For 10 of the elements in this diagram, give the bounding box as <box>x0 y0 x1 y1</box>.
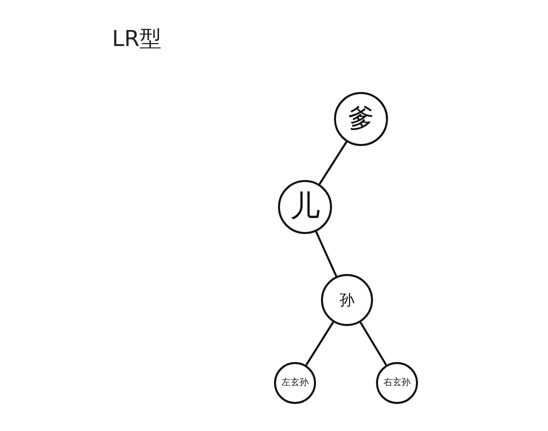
tree-node-circle: 左玄孙 <box>274 362 316 404</box>
tree-node-circle: 爹 <box>334 92 388 146</box>
tree-node-circle: 孙 <box>321 274 373 326</box>
title: LR型 <box>112 26 162 54</box>
tree-node-circle: 儿 <box>278 180 332 234</box>
tree-edge-line <box>315 231 338 277</box>
tree-edge-line <box>305 322 334 366</box>
tree-edge-line <box>318 141 348 185</box>
tree-edge-line <box>360 322 388 366</box>
tree-node-circle: 右玄孙 <box>376 362 418 404</box>
